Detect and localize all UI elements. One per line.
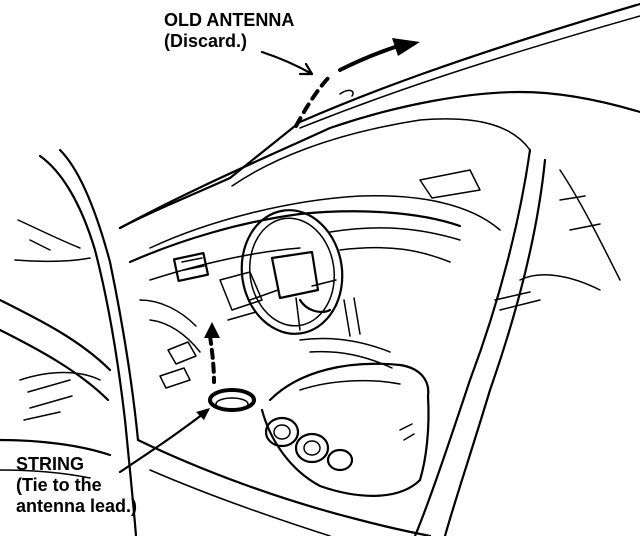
string-title: STRING: [16, 454, 85, 474]
old-antenna-arrow: [260, 38, 420, 76]
old-antenna-title: OLD ANTENNA: [164, 10, 295, 30]
dashboard: [128, 169, 481, 353]
steering-wheel: [240, 209, 344, 335]
front-seat: [260, 362, 430, 497]
string-arrow: [118, 408, 210, 474]
string-callout: STRING (Tie to the antenna lead.): [16, 454, 137, 517]
string-path: [159, 322, 256, 412]
center-console: [299, 297, 393, 369]
old-antenna-note: (Discard.): [164, 31, 248, 51]
direction-arrowhead: [392, 38, 420, 56]
string-note-line1: (Tie to the: [16, 475, 102, 495]
old-antenna-callout: OLD ANTENNA (Discard.): [164, 10, 294, 52]
string-note-line2: antenna lead.): [16, 496, 138, 516]
antenna-lead-path: [294, 44, 400, 128]
